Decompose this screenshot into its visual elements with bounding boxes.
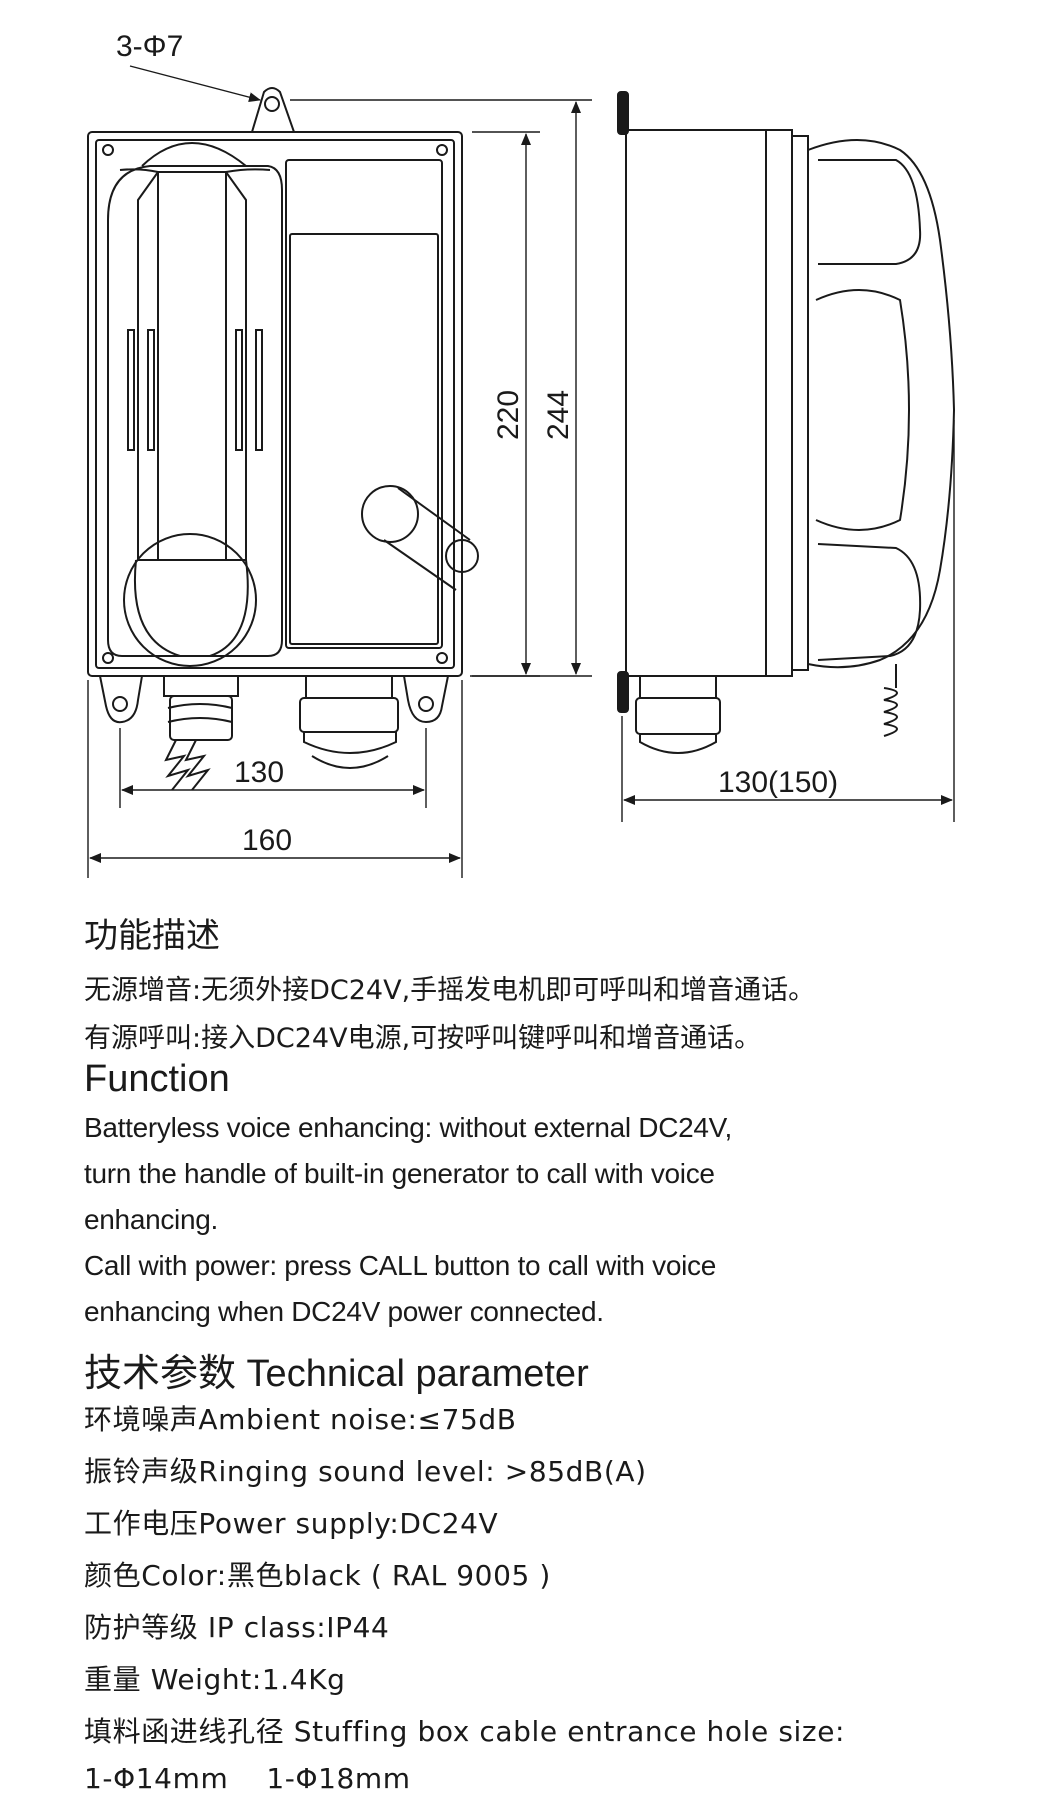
front-view: [87, 87, 479, 791]
dim-width-outer: 160: [242, 824, 292, 857]
function-cn-heading: 功能描述: [84, 916, 220, 956]
right-cable-gland: [299, 675, 399, 769]
bottom-left-mounting-hole: [112, 696, 128, 712]
param-hole-sizes: 1-Φ14mm 1-Φ18mm: [84, 1762, 411, 1795]
param-power-supply: 工作电压Power supply:DC24V: [84, 1507, 499, 1540]
technical-drawing: 3-Φ7 130 160 220 244 130(150): [87, 30, 956, 878]
function-en-line: turn the handle of built-in generator to…: [84, 1158, 715, 1189]
top-mounting-hole: [264, 96, 280, 112]
technical-heading: 技术参数 Technical parameter: [84, 1353, 589, 1395]
function-en-line: enhancing.: [84, 1204, 219, 1235]
dim-depth: 130(150): [718, 766, 838, 799]
function-en-line: Batteryless voice enhancing: without ext…: [84, 1112, 732, 1143]
param-stuffing-box: 填料函进线孔径 Stuffing box cable entrance hole…: [84, 1715, 846, 1748]
function-cn-line-2: 有源呼叫:接入DC24V电源,可按呼叫键呼叫和增音通话。: [84, 1023, 762, 1054]
param-color: 颜色Color:黑色black ( RAL 9005 ): [84, 1559, 551, 1592]
function-en-line: enhancing when DC24V power connected.: [84, 1296, 604, 1327]
param-ip-class: 防护等级 IP class:IP44: [84, 1611, 390, 1644]
function-en-heading: Function: [84, 1058, 230, 1100]
param-weight: 重量 Weight:1.4Kg: [84, 1663, 346, 1696]
dim-height-inner: 220: [492, 390, 525, 440]
dim-width-inner: 130: [234, 756, 284, 789]
side-view: [617, 91, 956, 754]
param-ambient-noise: 环境噪声Ambient noise:≤75dB: [84, 1403, 517, 1436]
left-cable-gland: [163, 675, 239, 791]
dim-height-outer: 244: [542, 390, 575, 440]
hole-size-label: 3-Φ7: [116, 30, 183, 63]
bottom-right-mounting-hole: [418, 696, 434, 712]
function-en-line: Call with power: press CALL button to ca…: [84, 1250, 717, 1281]
dimension-lines: [87, 65, 955, 878]
function-cn-line-1: 无源增音:无须外接DC24V,手摇发电机即可呼叫和增音通话。: [84, 975, 816, 1006]
param-ringing-level: 振铃声级Ringing sound level: >85dB(A): [84, 1455, 647, 1488]
